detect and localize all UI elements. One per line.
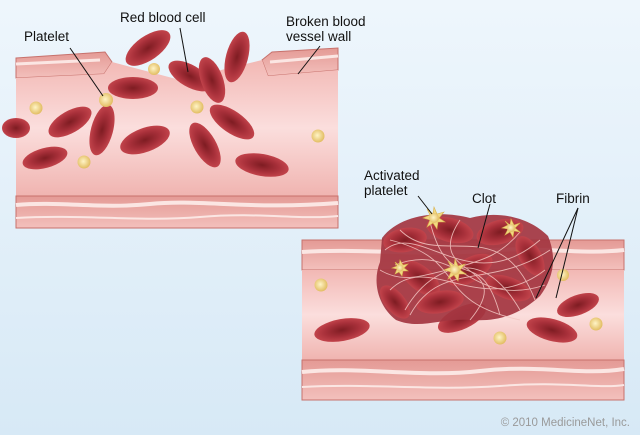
red-blood-cell — [125, 30, 171, 66]
platelet — [77, 155, 91, 169]
platelet — [29, 101, 43, 115]
vessel-1-top-wall-left — [15, 51, 113, 79]
red-blood-cell — [209, 104, 255, 140]
platelet — [311, 129, 325, 143]
activated-platelet — [443, 257, 467, 282]
platelet — [99, 93, 113, 107]
red-blood-cell — [447, 253, 493, 287]
fibrin-strands — [379, 219, 551, 321]
red-blood-cell — [89, 104, 115, 156]
red-blood-cells-vessel-1 — [2, 30, 289, 177]
label-activated-platelet: Activated platelet — [364, 168, 420, 198]
platelets-vessel-1 — [29, 63, 325, 169]
activated-platelet — [422, 205, 446, 230]
red-blood-cell — [485, 274, 531, 302]
leader-fibrin-1 — [535, 207, 579, 299]
vessel-1-bottom-wall — [15, 195, 339, 229]
vessel-2 — [301, 205, 625, 401]
red-blood-cell — [557, 292, 599, 318]
red-blood-cell — [108, 77, 158, 99]
red-blood-cell — [168, 60, 212, 92]
leader-platelet — [69, 47, 104, 97]
label-fibrin: Fibrin — [556, 191, 590, 206]
leader-clot — [477, 203, 491, 249]
label-broken-vessel-wall: Broken blood vessel wall — [286, 14, 366, 44]
platelet — [148, 63, 160, 75]
red-blood-cell — [48, 106, 92, 138]
leader-red-blood-cell — [179, 27, 189, 73]
red-blood-cell — [120, 125, 170, 155]
label-red-blood-cell: Red blood cell — [120, 10, 206, 25]
leader-broken-wall — [297, 45, 321, 75]
red-blood-cell — [189, 122, 221, 168]
label-platelet: Platelet — [24, 29, 70, 44]
red-blood-cell — [526, 317, 578, 343]
red-blood-cell — [400, 260, 440, 296]
platelets-vessel-2 — [314, 269, 603, 345]
vessel-2-bottom-wall — [301, 359, 625, 401]
platelet — [190, 100, 204, 114]
red-blood-cell — [515, 236, 545, 276]
platelet — [493, 331, 507, 345]
leader-lines — [69, 27, 579, 299]
red-blood-cell — [380, 285, 410, 319]
clot — [376, 214, 554, 325]
platelet — [589, 317, 603, 331]
label-clot: Clot — [472, 191, 497, 206]
activated-platelets — [390, 205, 522, 282]
red-blood-cell — [416, 290, 464, 314]
activated-platelet — [390, 259, 409, 277]
leader-activated-platelet — [417, 195, 433, 215]
red-blood-cell — [198, 57, 226, 103]
red-blood-cell — [383, 227, 427, 253]
red-blood-cell — [426, 216, 474, 244]
red-blood-cell — [235, 153, 289, 177]
leader-fibrin-2 — [555, 207, 579, 299]
activated-platelet — [501, 218, 522, 238]
red-blood-cell — [22, 146, 68, 170]
platelet — [557, 269, 569, 281]
red-blood-cell — [224, 31, 250, 83]
copyright-notice: © 2010 MedicineNet, Inc. — [500, 417, 630, 429]
red-blood-cell — [314, 318, 370, 342]
red-blood-cell — [2, 118, 30, 138]
vessel-1 — [2, 30, 339, 229]
platelet — [314, 278, 328, 292]
